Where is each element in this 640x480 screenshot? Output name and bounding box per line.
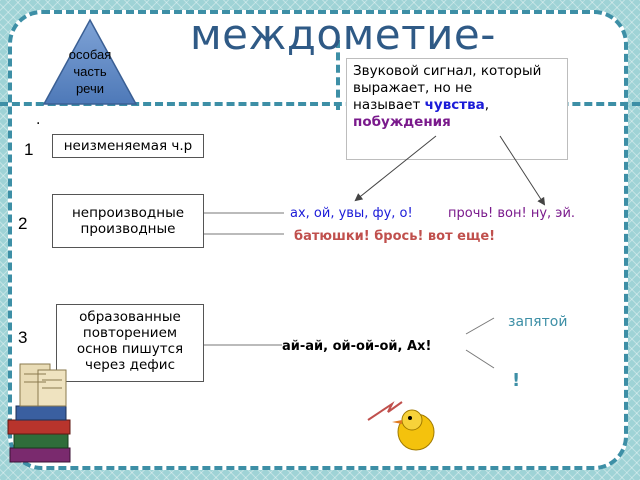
bird-icon — [367, 401, 435, 451]
example-primary-blue: ах, ой, увы, фу, о! — [290, 206, 413, 221]
example-derived: батюшки! брось! вот еще! — [294, 229, 496, 244]
definition-line3: называет — [353, 97, 425, 113]
definition-comma: , — [484, 97, 490, 113]
example-hyphen: ай-ай, ой-ой-ой, Ах! — [282, 339, 432, 354]
example-primary-purple: прочь! вон! ну, эй. — [448, 206, 576, 221]
row-box-3: образованные повторением основ пишутся ч… — [56, 304, 204, 382]
books-icon — [7, 363, 71, 463]
divider-horizontal — [0, 102, 640, 106]
word-urges: побуждения — [353, 114, 451, 130]
page-title: междометие- — [190, 10, 496, 59]
definition-box: Звуковой сигнал, который выражает, но не… — [346, 58, 568, 160]
row-number-3: 3 — [18, 328, 28, 347]
triangle-label: особая часть речи — [68, 47, 112, 96]
definition-line1: Звуковой сигнал, который — [353, 63, 542, 79]
row-box-1: неизменяемая ч.р — [52, 134, 204, 158]
divider-vertical — [336, 40, 340, 110]
comma-word: запятой — [508, 314, 568, 330]
triangle-badge: особая часть речи — [42, 18, 138, 106]
stray-dot: . — [36, 112, 41, 128]
exclamation-mark: ! — [512, 370, 521, 391]
definition-line2: выражает, но не — [353, 80, 473, 96]
row-number-2: 2 — [18, 214, 28, 233]
row-number-1: 1 — [24, 140, 34, 159]
row-box-2: непроизводные производные — [52, 194, 204, 248]
word-feelings: чувства — [424, 97, 485, 113]
